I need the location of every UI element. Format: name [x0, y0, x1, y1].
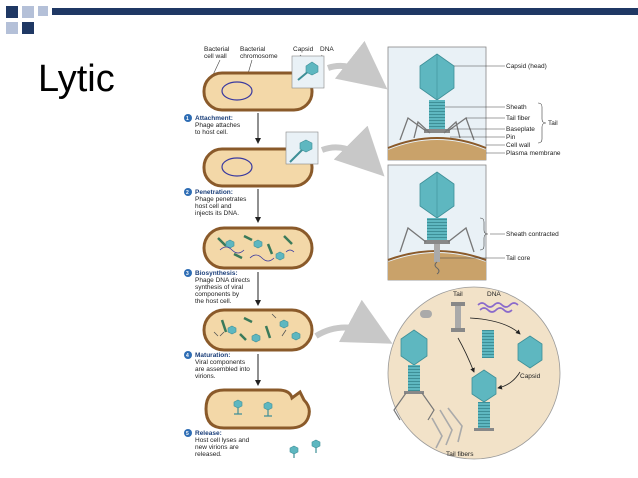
deco-square — [22, 6, 34, 18]
deco-square — [22, 22, 34, 34]
slide-title: Lytic — [38, 58, 115, 100]
svg-text:virions.: virions. — [195, 373, 216, 380]
svg-text:DNA: DNA — [487, 291, 501, 298]
svg-text:Host cell lyses and: Host cell lyses and — [195, 437, 250, 444]
svg-text:released.: released. — [195, 451, 222, 458]
svg-text:Tail: Tail — [548, 120, 558, 127]
cell-attachment — [202, 55, 325, 112]
svg-text:the host cell.: the host cell. — [195, 298, 232, 305]
svg-text:4: 4 — [186, 353, 189, 359]
cell-maturation — [202, 308, 314, 352]
step-4: 4 Maturation: Viral components are assem… — [184, 351, 250, 380]
svg-text:Pin: Pin — [506, 134, 516, 141]
svg-text:Release:: Release: — [195, 430, 222, 437]
cell-biosynthesis — [202, 226, 314, 270]
detail-1-labels: Capsid (head) Sheath Tail fiber Baseplat… — [445, 63, 561, 157]
detail-2-labels: Sheath contracted Tail core — [440, 217, 559, 262]
detail-3-labels: Tail DNA Capsid Tail fibers — [446, 291, 541, 458]
svg-text:host cell and: host cell and — [195, 203, 232, 210]
cell-release — [204, 388, 321, 458]
label-capsid-top: Capsid — [293, 46, 314, 53]
svg-text:Baseplate: Baseplate — [506, 126, 535, 133]
svg-text:1: 1 — [186, 116, 189, 122]
svg-text:Biosynthesis:: Biosynthesis: — [195, 270, 238, 277]
svg-text:components by: components by — [195, 291, 240, 298]
svg-text:Phage attaches: Phage attaches — [195, 122, 241, 129]
step-5: 5 Release: Host cell lyses and new virio… — [184, 429, 250, 458]
deco-square — [6, 22, 18, 34]
step-3: 3 Biosynthesis: Phage DNA directs synthe… — [184, 269, 251, 305]
svg-text:Viral components: Viral components — [195, 359, 246, 366]
svg-text:Tail fibers: Tail fibers — [446, 451, 474, 458]
label-dna-top: DNA — [320, 46, 334, 53]
svg-text:Phage DNA directs: Phage DNA directs — [195, 277, 251, 284]
svg-text:Maturation:: Maturation: — [195, 352, 230, 359]
detail-phage-structure — [387, 46, 487, 161]
svg-text:injects its DNA.: injects its DNA. — [195, 210, 239, 217]
svg-text:new virions are: new virions are — [195, 444, 239, 451]
svg-text:Tail core: Tail core — [506, 255, 531, 262]
svg-text:Cell wall: Cell wall — [506, 142, 531, 149]
detail-sheath-contracted — [387, 164, 487, 281]
cell-penetration — [202, 131, 319, 188]
svg-text:to host cell.: to host cell. — [195, 129, 228, 136]
svg-text:5: 5 — [186, 431, 189, 437]
deco-square — [38, 6, 48, 16]
svg-text:Tail: Tail — [453, 291, 463, 298]
step-1: 1 Attachment: Phage attaches to host cel… — [184, 114, 241, 136]
svg-text:Sheath contracted: Sheath contracted — [506, 231, 559, 238]
svg-text:Sheath: Sheath — [506, 104, 527, 111]
svg-text:2: 2 — [186, 190, 189, 196]
deco-bar — [52, 8, 638, 15]
deco-square — [6, 6, 18, 18]
svg-text:Capsid: Capsid — [520, 373, 541, 380]
svg-text:Capsid (head): Capsid (head) — [506, 63, 547, 70]
svg-text:3: 3 — [186, 271, 189, 277]
svg-text:Attachment:: Attachment: — [195, 115, 233, 122]
detail-assembly-circle — [387, 286, 561, 460]
svg-text:Phage penetrates: Phage penetrates — [195, 196, 247, 203]
step-2: 2 Penetration: Phage penetrates host cel… — [184, 188, 247, 217]
svg-text:Penetration:: Penetration: — [195, 189, 233, 196]
svg-text:are assembled into: are assembled into — [195, 366, 250, 373]
svg-text:Plasma membrane: Plasma membrane — [506, 150, 561, 157]
svg-text:synthesis of viral: synthesis of viral — [195, 284, 244, 291]
svg-text:Tail fiber: Tail fiber — [506, 115, 531, 122]
